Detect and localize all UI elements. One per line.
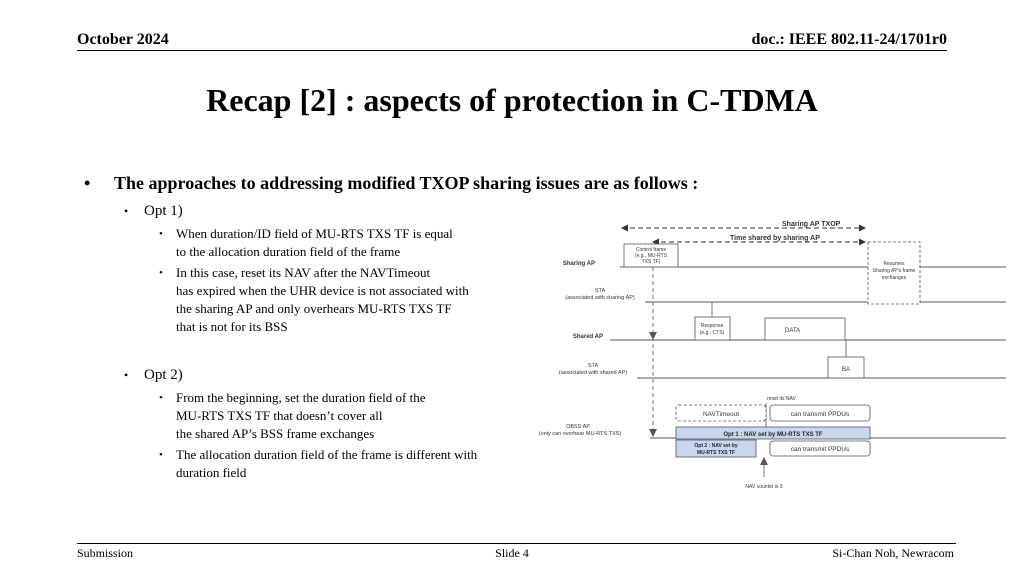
response-line2: (e.g., CTS) [700, 330, 725, 336]
nav-counter-label: NAV counter is 0 [745, 484, 782, 490]
arrowhead-icon [649, 429, 657, 437]
arrowhead-icon [649, 332, 657, 340]
protection-timing-diagram: Sharing AP TXOP Time shared by sharing A… [539, 221, 1006, 490]
time-shared-label: Time shared by sharing AP [730, 235, 820, 242]
navtimeout-label: NAVTimeout [703, 411, 739, 418]
row-label-sta1-sub: (associated with sharing AP) [565, 295, 635, 301]
opt2-item-1-text: From the beginning, set the duration fie… [176, 390, 426, 441]
bullet-icon: • [159, 267, 163, 279]
can-transmit-label-2: can transmit PPDUs [791, 446, 850, 453]
control-frame-line3: TXS TF) [642, 259, 661, 265]
reset-nav-label: reset its NAV [767, 396, 796, 402]
footer-divider [77, 543, 956, 544]
opt2-nav-bar [675, 439, 757, 458]
control-frame-box [623, 243, 679, 268]
slide-title: Recap [2] : aspects of protection in C-T… [206, 82, 818, 118]
bullet-icon: • [84, 173, 91, 193]
bullet-icon: • [124, 368, 129, 382]
sharing-ap-txop-label: Sharing AP TXOP [782, 221, 841, 228]
bullet-icon: • [124, 204, 129, 218]
arrowhead-icon [760, 457, 768, 465]
bullet-icon: • [159, 228, 163, 240]
footer-submission: Submission [77, 546, 134, 560]
resumes-line3: exchanges [882, 275, 907, 281]
can-transmit-box-2 [769, 440, 871, 457]
response-line1: Response [701, 323, 724, 329]
opt1-item-2-text: In this case, reset its NAV after the NA… [176, 265, 469, 334]
row-label-obss-sub: (only can overhear MU-RTS TXS) [539, 431, 621, 437]
row-label-sta2: STA [588, 363, 599, 369]
navtimeout-box [675, 404, 767, 422]
opt2-nav-line2: MU-RTS TXS TF [697, 450, 735, 456]
row-label-obss: OBSS AP [566, 424, 590, 430]
opt1-nav-bar [675, 426, 871, 440]
ba-label: BA [842, 367, 850, 373]
header-doc-id: doc.: IEEE 802.11-24/1701r0 [751, 31, 947, 48]
response-box [694, 316, 731, 341]
footer-slide-number: Slide 4 [495, 546, 529, 560]
resumes-line2: Sharing AP's frame [873, 268, 916, 274]
resumes-line1: Resumes [883, 261, 905, 267]
row-label-sta1: STA [595, 288, 606, 294]
header-divider [77, 50, 947, 51]
data-box [764, 317, 846, 341]
row-label-shared-ap: Shared AP [573, 334, 603, 340]
row-label-sta2-sub: (associated with shared AP) [559, 370, 627, 376]
opt1-nav-label: Opt 1 : NAV set by MU-RTS TXS TF [723, 432, 823, 438]
bullet-icon: • [159, 392, 163, 404]
header-date: October 2024 [77, 31, 169, 48]
control-frame-line1: Control frame [636, 247, 667, 253]
can-transmit-box-1 [769, 404, 871, 422]
opt2-item-2-text: The allocation duration field of the fra… [176, 447, 478, 480]
bullet-icon: • [159, 449, 163, 461]
opt1-label: Opt 1) [144, 203, 183, 219]
opt2-label: Opt 2) [144, 367, 183, 383]
control-frame-line2: (e.g., MU-RTS [635, 253, 668, 259]
resumes-box [867, 241, 921, 305]
main-bullet-text: The approaches to addressing modified TX… [114, 173, 699, 193]
opt1-item-1-text: When duration/ID field of MU-RTS TXS TF … [176, 226, 453, 259]
can-transmit-label-1: can transmit PPDUs [791, 411, 850, 418]
footer-author: Si-Chan Noh, Newracom [832, 546, 954, 560]
opt2-nav-line1: Opt 2 : NAV set by [694, 443, 737, 449]
data-label: DATA [785, 328, 800, 334]
row-label-sharing-ap: Sharing AP [563, 261, 595, 267]
